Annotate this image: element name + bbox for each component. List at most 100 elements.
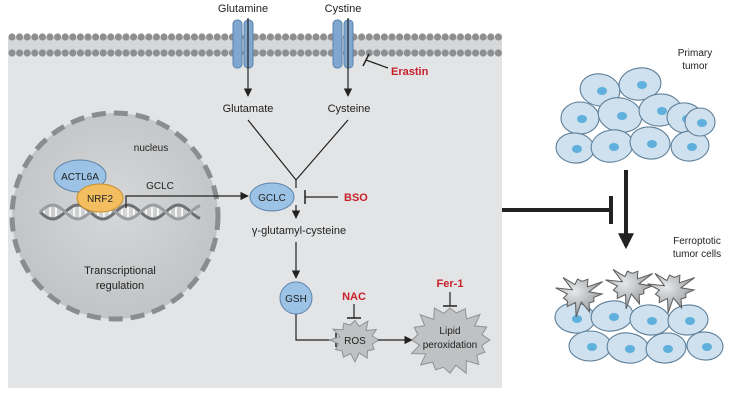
membrane-lipid-head [320, 49, 328, 57]
membrane-lipid-head [282, 49, 290, 57]
nucleus-label: nucleus [134, 143, 168, 154]
membrane-lipid-head [434, 33, 442, 41]
tumor-cell [554, 302, 596, 334]
gclc-enzyme [249, 182, 295, 212]
membrane-lipid-head [221, 49, 229, 57]
tumor-cell [590, 129, 634, 163]
membrane-lipid-head [426, 33, 434, 41]
gclc-enzyme-label: GCLC [258, 193, 286, 204]
membrane-lipid-head [206, 33, 214, 41]
membrane-lipid-head [259, 49, 267, 57]
membrane-lipid-head [221, 33, 229, 41]
membrane-lipid-head [479, 33, 487, 41]
membrane-lipid-head [479, 49, 487, 57]
nucleus-caption-line2: regulation [96, 280, 144, 292]
membrane-lipid-head [441, 33, 449, 41]
membrane-lipid-head [373, 33, 381, 41]
ros-starburst [328, 319, 380, 364]
membrane-lipid-head [289, 33, 297, 41]
erastin-label: Erastin [391, 66, 429, 78]
membrane-lipid-head [69, 33, 77, 41]
ros-label: ROS [344, 336, 366, 347]
membrane-lipid-head [69, 49, 77, 57]
membrane-lipid-head [426, 49, 434, 57]
membrane-lipid-head [114, 49, 122, 57]
tumor-cell [645, 332, 687, 364]
erastin-inhibition-bar [362, 53, 370, 67]
membrane-lipid-head [38, 33, 47, 41]
membrane-lipid-head [54, 33, 62, 41]
membrane-lipid-head [114, 33, 122, 41]
membrane-lipid-head [304, 33, 312, 41]
membrane-lipid-head [449, 33, 457, 41]
membrane-lipid-head [464, 49, 472, 57]
membrane-lipid-head [99, 33, 107, 41]
membrane-lipid-head [54, 49, 62, 57]
membrane-lipid-head [289, 49, 297, 57]
nrf2-label: NRF2 [87, 194, 114, 205]
membrane-lipid-head [190, 33, 198, 41]
erastin-inhibition-line [365, 59, 389, 69]
membrane-lipid-head [122, 33, 130, 41]
membrane-lipid-head [388, 49, 396, 57]
ferroptotic-tumor-cluster [554, 268, 724, 364]
membrane-lipid-head [487, 33, 495, 41]
membrane-lipid-head [434, 49, 442, 57]
nac-label: NAC [342, 291, 366, 303]
lipid-peroxidation-line2: peroxidation [423, 340, 477, 351]
membrane-lipid-head [168, 33, 176, 41]
membrane-lipid-head [152, 33, 160, 41]
transcription-arrow [125, 191, 249, 208]
membrane-lipid-head [183, 33, 191, 41]
membrane-lipid-head [175, 33, 183, 41]
membrane-lipid-head [456, 49, 464, 57]
membrane-lipid-head [31, 33, 39, 41]
membrane-lipid-head [160, 49, 168, 57]
cystine-transporter [332, 19, 354, 69]
membrane-lipid-head [396, 49, 404, 57]
membrane-lipid-head [92, 49, 100, 57]
ferroptotic-cell [605, 268, 654, 310]
membrane-lipid-head [464, 33, 472, 41]
membrane-lipid-head [8, 33, 16, 41]
membrane-lipid-head [31, 49, 39, 57]
gsh-label: GSH [285, 294, 307, 305]
dna-strand [39, 203, 201, 221]
fer1-label: Fer-1 [437, 278, 464, 290]
membrane-lipid-head [145, 49, 153, 57]
primary-tumor-label-line1: Primary [678, 48, 712, 59]
membrane-lipid-head [16, 33, 24, 41]
membrane-lipid-head [449, 49, 457, 57]
membrane-lipid-head [175, 49, 183, 57]
membrane-lipid-head [213, 49, 221, 57]
membrane-lipid-head [190, 49, 198, 57]
membrane-lipid-head [130, 33, 138, 41]
membrane-lipid-head [183, 49, 191, 57]
membrane-lipid-head [358, 33, 366, 41]
membrane-lipid-head [320, 33, 328, 41]
ferroptotic-label-line1: Ferroptotic [673, 236, 721, 247]
membrane-lipid-head [297, 33, 305, 41]
membrane-lipid-head [312, 33, 320, 41]
gsh-inhibits-ros-line [295, 314, 336, 341]
lipid-peroxidation-line1: Lipid [439, 326, 460, 337]
membrane-lipid-head [380, 33, 388, 41]
membrane-lipid-head [494, 49, 502, 57]
membrane-lipid-head [122, 49, 130, 57]
lipid-peroxidation-starburst [410, 307, 491, 375]
membrane-lipid-head [282, 33, 290, 41]
tumor-cell [667, 304, 709, 336]
glutamine-label: Glutamine [218, 3, 268, 15]
membrane-lipid-head [456, 33, 464, 41]
cell-membrane [8, 33, 502, 57]
tumor-cell [590, 300, 634, 332]
membrane-lipid-head [107, 33, 115, 41]
membrane-lipid-head [274, 33, 282, 41]
membrane-lipid-head [297, 49, 305, 57]
membrane-lipid-head [472, 49, 480, 57]
membrane-lipid-head [365, 49, 373, 57]
membrane-lipid-head [76, 33, 84, 41]
membrane-lipid-head [99, 49, 107, 57]
tumor-cell [686, 331, 724, 361]
